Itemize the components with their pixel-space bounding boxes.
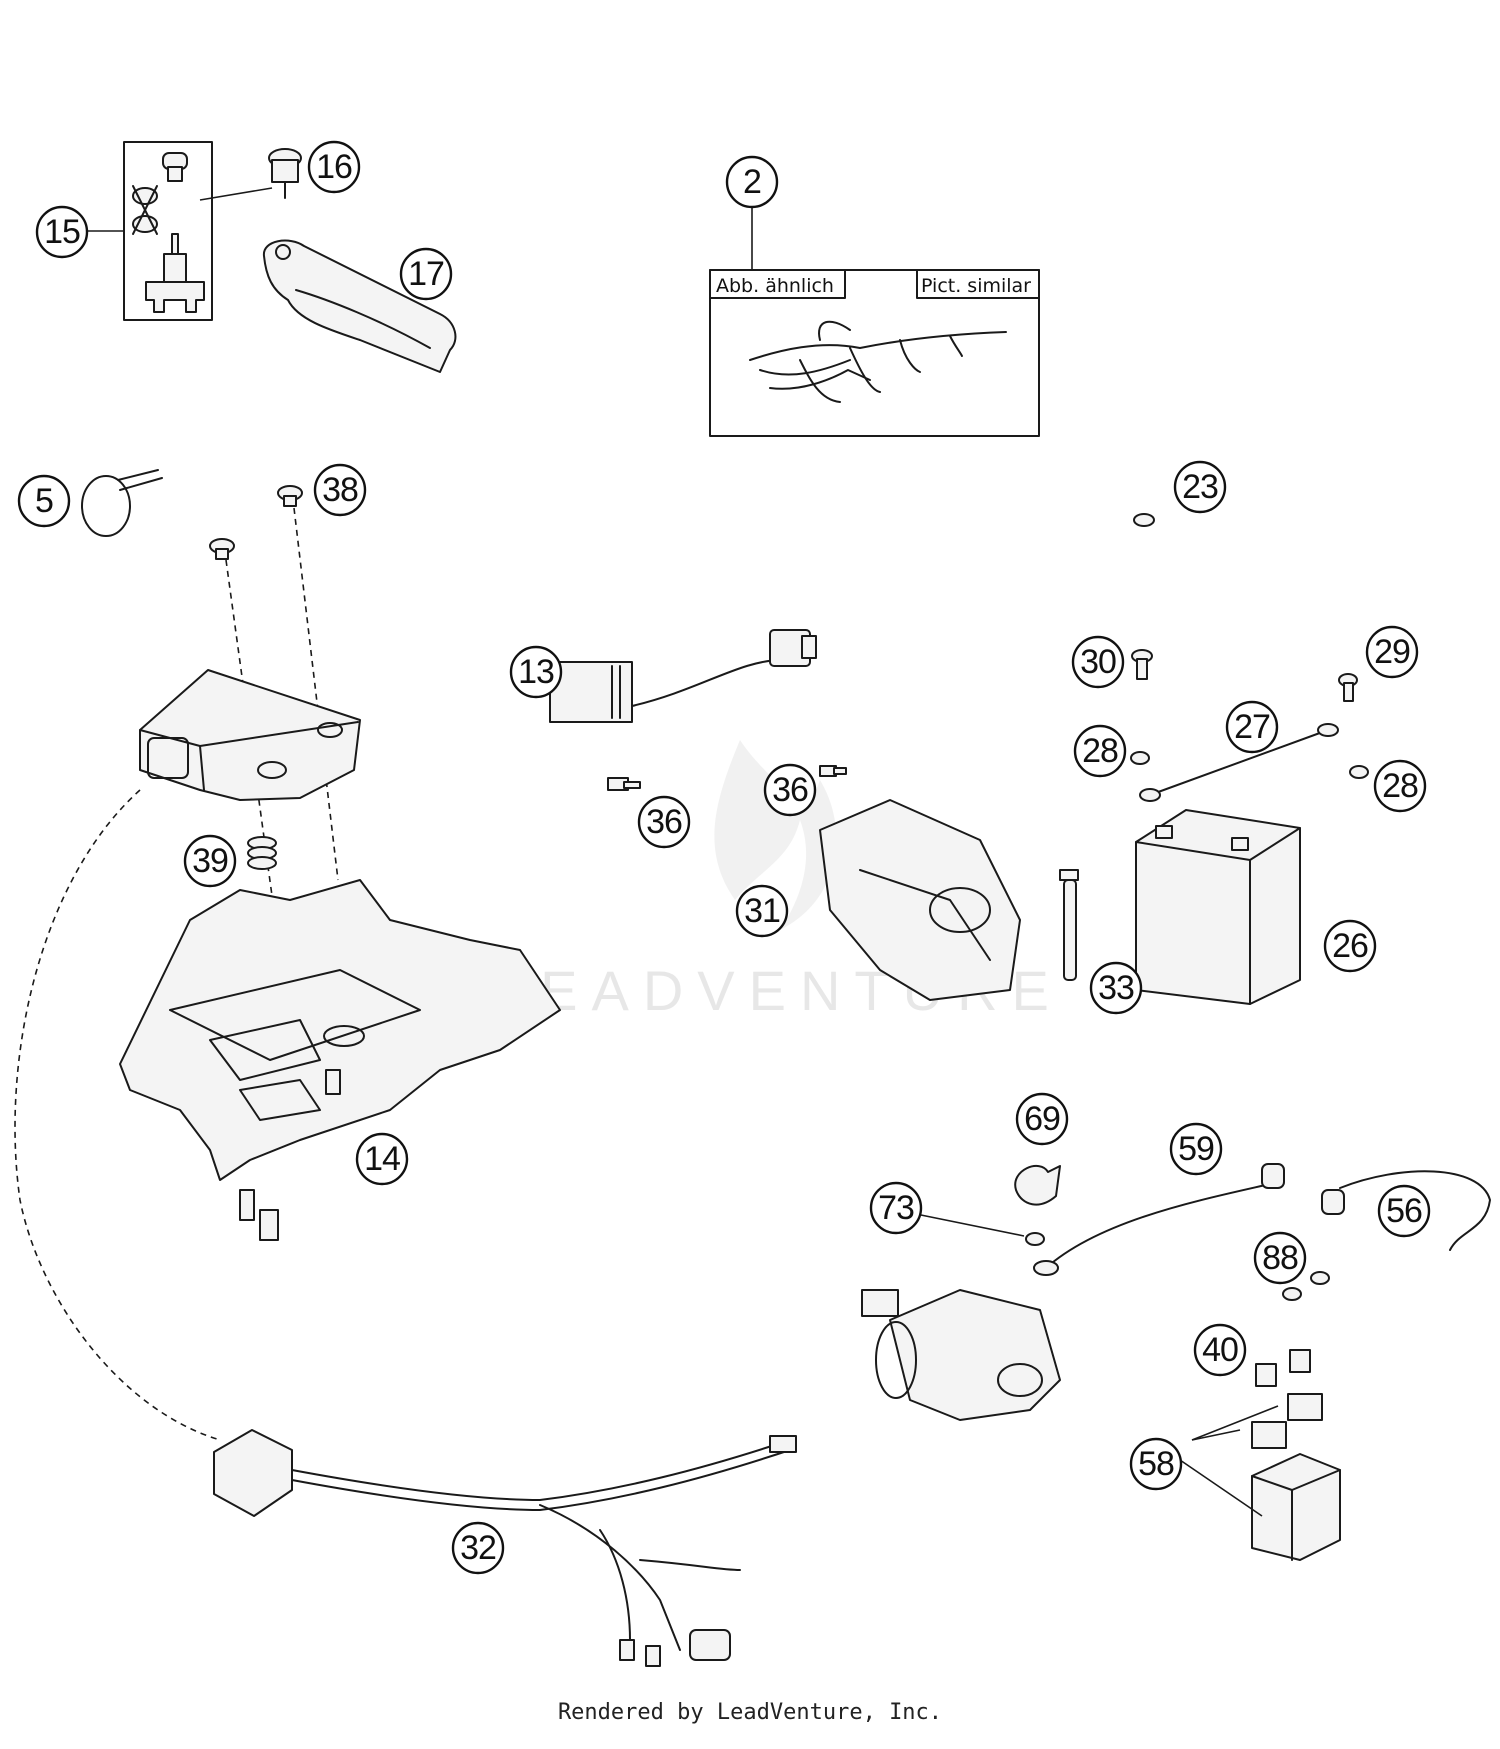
callout-label: 73 [878, 1189, 914, 1227]
part-23-clip [1133, 513, 1155, 527]
part-17-lever [262, 239, 457, 373]
part-14-tray [119, 879, 561, 1241]
callout-16: 16 [307, 140, 361, 194]
part-5-cable-tie [81, 469, 163, 537]
callout-label: 40 [1202, 1331, 1238, 1369]
part-69-cap [1014, 1165, 1061, 1206]
part-36-screws [607, 765, 847, 791]
part-28-nuts [1130, 751, 1369, 779]
callout-36b: 36 [763, 763, 817, 817]
callout-label: 28 [1082, 732, 1118, 770]
callout-label: 30 [1080, 643, 1116, 681]
part-13-regulator [549, 629, 817, 723]
part-88-screws [1282, 1271, 1330, 1301]
callout-15: 15 [35, 205, 89, 259]
caption-similar-de: Abb. ähnlich [716, 275, 834, 297]
callout-label: 29 [1374, 633, 1410, 671]
part-26-battery [1135, 809, 1301, 1005]
part-27-cable [1139, 723, 1339, 802]
part-56-cable [1321, 1170, 1491, 1251]
part-58-relay [1251, 1393, 1341, 1561]
part-starter-motor [861, 1289, 1061, 1421]
callout-label: 16 [316, 148, 352, 186]
part-31-holder [819, 799, 1021, 1001]
callout-36a: 36 [637, 795, 691, 849]
callout-label: 36 [772, 771, 808, 809]
callout-label: 2 [743, 163, 761, 201]
callout-label: 39 [192, 842, 228, 880]
callout-30: 30 [1071, 635, 1125, 689]
footer-credit: Rendered by LeadVenture, Inc. [557, 1700, 943, 1725]
part-16-grommet [268, 148, 302, 199]
callout-5: 5 [17, 474, 71, 528]
callout-label: 13 [518, 653, 554, 691]
part-33-fuse [1059, 869, 1079, 981]
part-59-cable [1033, 1163, 1285, 1276]
callout-29: 29 [1365, 625, 1419, 679]
callout-label: 26 [1332, 927, 1368, 965]
callout-label: 59 [1178, 1130, 1214, 1168]
callout-59: 59 [1169, 1122, 1223, 1176]
part-39-damper [247, 836, 277, 870]
callout-label: 88 [1262, 1239, 1298, 1277]
part-73-nut [1025, 1232, 1045, 1246]
part-40-fuses [1255, 1349, 1311, 1387]
callout-58: 58 [1129, 1437, 1183, 1491]
callout-33: 33 [1089, 961, 1143, 1015]
callout-label: 69 [1024, 1100, 1060, 1138]
callout-label: 36 [646, 803, 682, 841]
leader-lines [88, 187, 1279, 1517]
callout-2: 2 [725, 155, 779, 209]
callout-56: 56 [1377, 1184, 1431, 1238]
callout-label: 5 [35, 482, 53, 520]
callout-40: 40 [1193, 1323, 1247, 1377]
callout-38: 38 [313, 463, 367, 517]
callout-label: 27 [1234, 708, 1270, 746]
callout-17: 17 [399, 247, 453, 301]
callout-26: 26 [1323, 919, 1377, 973]
callout-31: 31 [735, 884, 789, 938]
callout-28b: 28 [1373, 759, 1427, 813]
part-ecu [139, 669, 361, 801]
part-30-screw [1131, 649, 1153, 680]
callout-32: 32 [451, 1521, 505, 1575]
part-32-harness [14, 789, 797, 1667]
callout-label: 28 [1382, 767, 1418, 805]
callout-label: 58 [1138, 1445, 1174, 1483]
callout-label: 32 [460, 1529, 496, 1567]
callout-69: 69 [1015, 1092, 1069, 1146]
callout-23: 23 [1173, 460, 1227, 514]
callout-28a: 28 [1073, 724, 1127, 778]
callout-label: 56 [1386, 1192, 1422, 1230]
callout-27: 27 [1225, 700, 1279, 754]
callout-label: 23 [1182, 468, 1218, 506]
callout-39: 39 [183, 834, 237, 888]
part-29-screw [1338, 673, 1358, 702]
callout-label: 33 [1098, 969, 1134, 1007]
callout-label: 17 [408, 255, 444, 293]
callout-13: 13 [509, 645, 563, 699]
callout-label: 31 [744, 892, 780, 930]
callout-88: 88 [1253, 1231, 1307, 1285]
caption-similar-en: Pict. similar [921, 275, 1031, 297]
callout-label: 15 [44, 213, 80, 251]
callout-14: 14 [355, 1132, 409, 1186]
callout-73: 73 [869, 1181, 923, 1235]
callout-label: 14 [364, 1140, 400, 1178]
part-2-harness-box: Abb. ähnlich Pict. similar [709, 269, 1040, 437]
part-15-kit [123, 141, 213, 321]
callout-label: 38 [322, 471, 358, 509]
